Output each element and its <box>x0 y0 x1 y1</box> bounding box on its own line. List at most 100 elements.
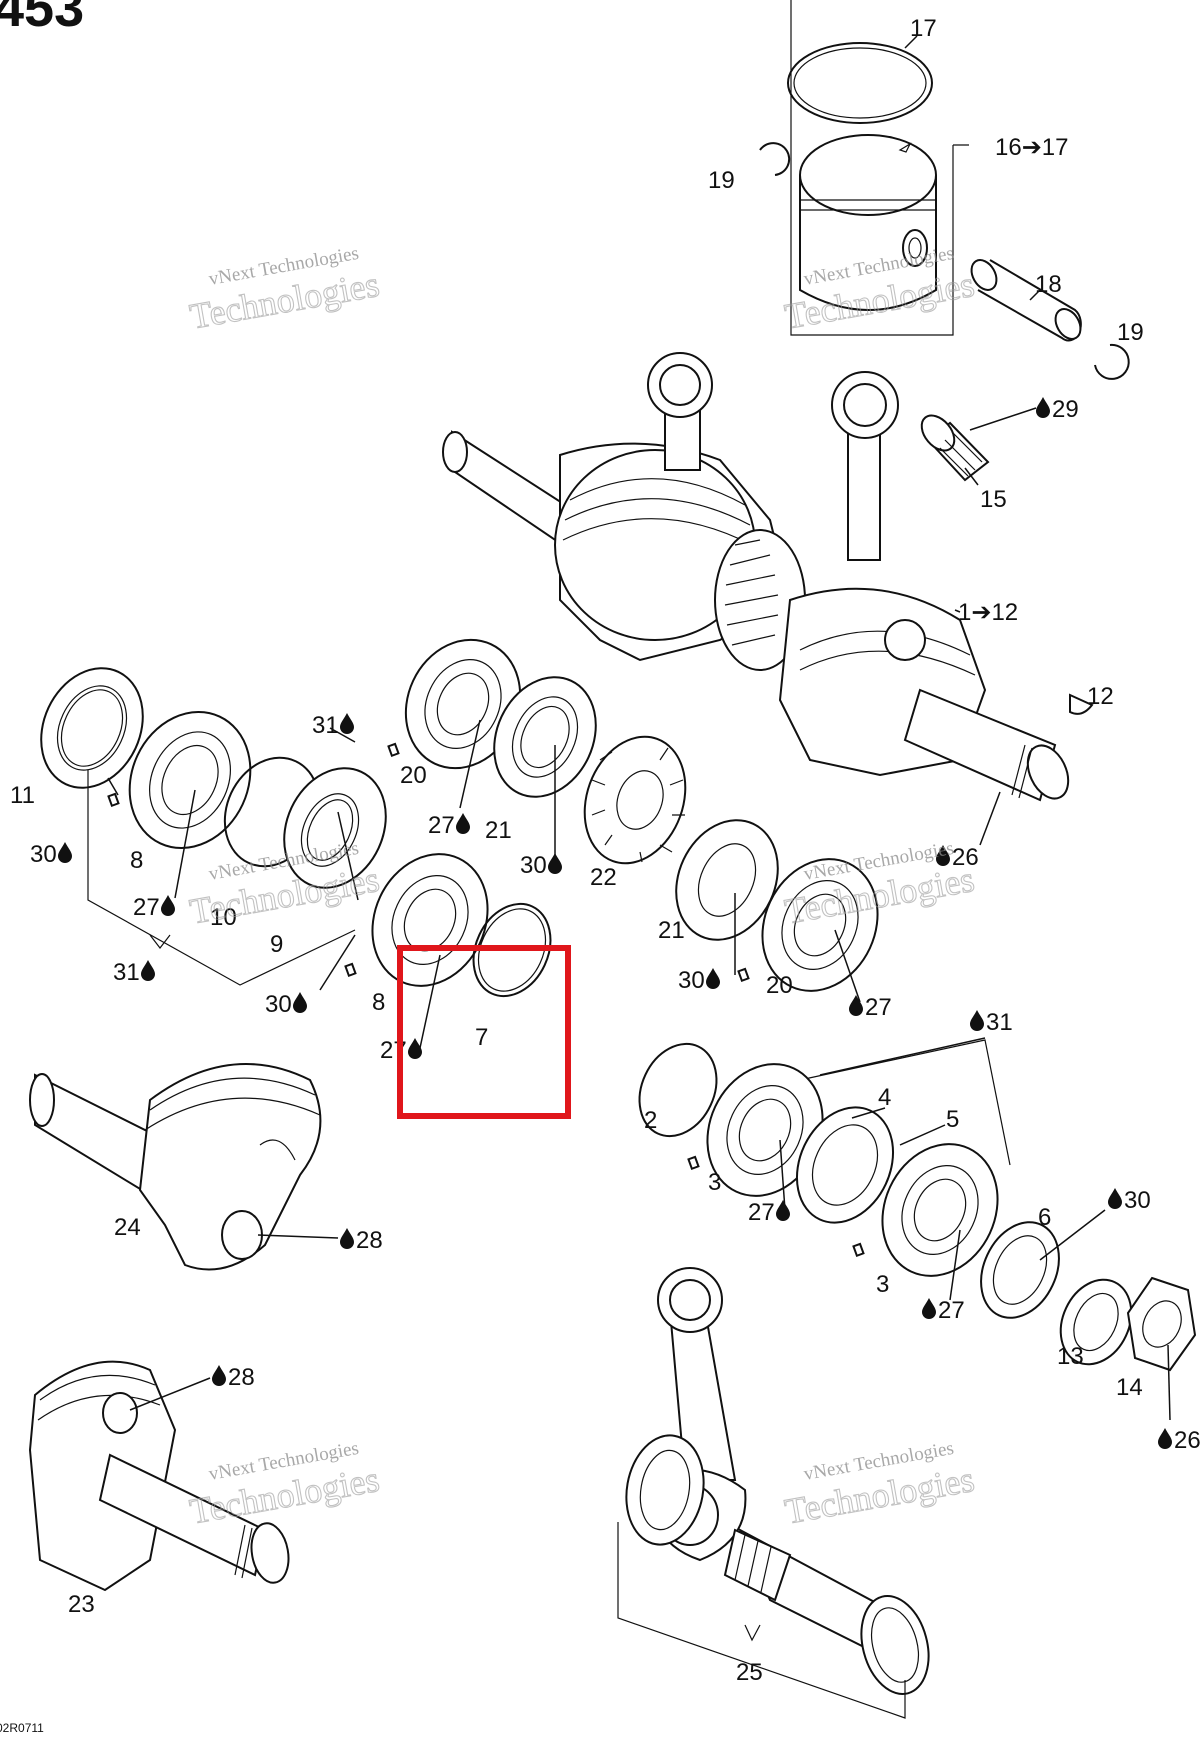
oil-drop-icon <box>141 960 155 981</box>
callout-c28b: 28 <box>212 1364 255 1391</box>
callout-c15: 15 <box>980 486 1007 513</box>
callout-c9: 9 <box>270 931 283 958</box>
callout-c29: 29 <box>1036 396 1079 423</box>
callout-text: 20 <box>400 762 427 789</box>
ring-2 <box>638 1042 718 1138</box>
piston-group <box>759 0 1130 380</box>
callout-text: 14 <box>1116 1374 1143 1401</box>
callout-text: 30 <box>1124 1187 1151 1214</box>
woodruff-key <box>1069 693 1094 715</box>
leader-18 <box>1029 289 1041 301</box>
oil-drop-icon <box>212 1365 226 1386</box>
leader-lines <box>107 719 1171 1421</box>
callout-text: 27 <box>865 994 892 1021</box>
crank-half-23 <box>28 1360 290 1592</box>
callout-text: 8 <box>130 847 143 874</box>
leader-28b <box>129 1377 211 1411</box>
oil-seal-11 <box>40 667 144 789</box>
oil-drop-icon <box>456 813 470 834</box>
ball-bearing-20b <box>761 858 879 992</box>
callout-c3a: 3 <box>708 1169 721 1196</box>
oil-drop-icon <box>58 842 72 863</box>
callout-c30d: 30 <box>678 967 720 994</box>
ball-bearing-3b <box>881 1143 999 1277</box>
callout-c30e: 30 <box>1108 1187 1151 1214</box>
callout-c11: 11 <box>10 782 35 809</box>
callout-c5: 5 <box>946 1106 959 1133</box>
leader-1-12 <box>954 609 961 613</box>
spacer-4 <box>795 1106 895 1224</box>
callout-text: 20 <box>766 972 793 999</box>
callout-text: 6 <box>1038 1204 1051 1231</box>
callout-c12: 12 <box>1087 683 1114 710</box>
callout-c10: 10 <box>210 904 237 931</box>
callout-text: 9 <box>270 931 283 958</box>
callout-text: 17 <box>910 15 937 42</box>
dowel-pin-3a <box>687 1155 700 1171</box>
callout-c18: 18 <box>1035 271 1062 298</box>
oil-drop-icon <box>776 1200 790 1221</box>
hex-nut-14 <box>1126 1276 1197 1372</box>
piston-pin <box>970 259 1082 342</box>
oil-drop-icon <box>161 895 175 916</box>
oil-drop-icon <box>1036 397 1050 418</box>
leader-28a <box>257 1234 339 1239</box>
callout-c25: 25 <box>736 1659 763 1686</box>
callout-text: 28 <box>356 1227 383 1254</box>
callout-c3b: 3 <box>876 1271 889 1298</box>
callout-c21b: 21 <box>658 917 685 944</box>
callout-text: 27 <box>133 894 160 921</box>
callout-c21a: 21 <box>485 817 512 844</box>
oil-drop-icon <box>970 1010 984 1031</box>
callout-c20b: 20 <box>766 972 793 999</box>
oil-drop-icon <box>340 713 354 734</box>
callout-text: 27 <box>428 812 455 839</box>
callout-text: 3 <box>708 1169 721 1196</box>
callout-c27d: 27 <box>849 994 892 1021</box>
callout-c17: 17 <box>910 15 937 42</box>
dowel-pin-3b <box>852 1242 865 1258</box>
lock-washer-13 <box>1059 1278 1133 1366</box>
bracket-31-right <box>799 1039 1011 1166</box>
callout-text: 8 <box>372 989 385 1016</box>
oil-seal-9 <box>283 767 387 889</box>
callout-c2: 2 <box>644 1107 657 1134</box>
circlip-right <box>1094 343 1130 380</box>
oil-seal-21a <box>493 676 597 798</box>
callout-text: 19 <box>708 167 735 194</box>
callout-text: 2 <box>644 1107 657 1134</box>
callout-text: 1➔12 <box>958 599 1018 626</box>
ring-7 <box>472 902 552 998</box>
callout-c19b: 19 <box>1117 319 1144 346</box>
callout-text: 18 <box>1035 271 1062 298</box>
callout-text: 10 <box>210 904 237 931</box>
conrod-left <box>647 352 713 471</box>
oil-drop-icon <box>548 853 562 874</box>
dowel-pin-8a <box>107 792 120 808</box>
conrod-assembly-25 <box>625 1267 930 1696</box>
piston <box>799 134 937 311</box>
callout-c19a: 19 <box>708 167 735 194</box>
oil-drop-icon <box>922 1298 936 1319</box>
oil-drop-icon <box>340 1228 354 1249</box>
callout-c4: 4 <box>878 1084 891 1111</box>
callout-text: 30 <box>678 967 705 994</box>
callout-c27b: 27 <box>428 812 470 839</box>
callout-c24: 24 <box>114 1214 141 1241</box>
oil-drop-icon <box>1108 1188 1122 1209</box>
callout-text: 19 <box>1117 319 1144 346</box>
oil-seal-6 <box>980 1221 1060 1319</box>
leader-17 <box>904 35 918 49</box>
dowel-pin-8b <box>344 962 357 978</box>
callout-text: 3 <box>876 1271 889 1298</box>
highlight-box <box>397 945 571 1119</box>
callout-text: 25 <box>736 1659 763 1686</box>
callout-text: 21 <box>658 917 685 944</box>
callout-c31c: 31 <box>970 1009 1013 1036</box>
oil-drop-icon <box>706 968 720 989</box>
